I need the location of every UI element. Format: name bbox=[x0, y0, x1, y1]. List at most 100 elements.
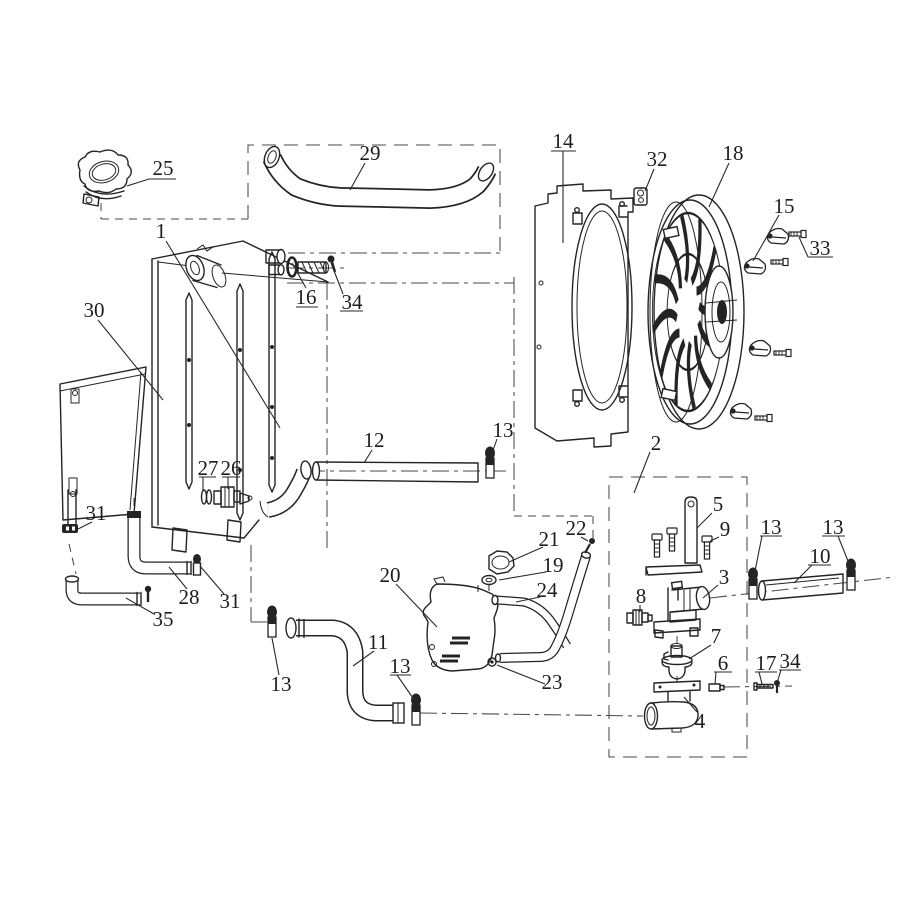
callout-20-leader bbox=[395, 583, 438, 628]
callout-2: 2 bbox=[651, 431, 662, 455]
lower-port bbox=[268, 264, 285, 276]
tank-cap-21 bbox=[488, 550, 515, 575]
callout-7: 7 bbox=[711, 624, 722, 648]
screw-22 bbox=[589, 538, 595, 544]
callout-5-leader bbox=[696, 512, 713, 529]
bolt-9 bbox=[701, 535, 713, 560]
callout-13a: 13 bbox=[271, 672, 292, 696]
thermostat-group bbox=[626, 496, 780, 733]
callout-31a-leader bbox=[77, 521, 93, 530]
clamp-31-right bbox=[193, 554, 201, 564]
callout-20: 20 bbox=[380, 563, 401, 587]
upper-hose bbox=[262, 145, 497, 209]
bolt-33-d bbox=[754, 413, 773, 423]
pipe-35 bbox=[64, 575, 152, 607]
upper-port bbox=[265, 248, 286, 265]
callout-34b: 34 bbox=[780, 649, 802, 673]
grommet-23 bbox=[487, 657, 497, 667]
callout-18: 18 bbox=[723, 141, 744, 165]
callout-34a-leader bbox=[330, 262, 363, 312]
callout-28-leader bbox=[168, 566, 188, 590]
callout-16-leader bbox=[291, 262, 318, 308]
callout-35-leader bbox=[125, 597, 155, 615]
callout-27: 27 bbox=[198, 456, 219, 480]
callout-13d-leader bbox=[753, 535, 782, 577]
callout-9: 9 bbox=[720, 517, 731, 541]
thermostat-group-box bbox=[608, 476, 748, 758]
bypass-pipe bbox=[747, 557, 857, 601]
clamp-31-left bbox=[62, 524, 78, 533]
callout-28: 28 bbox=[179, 585, 200, 609]
pipe-28 bbox=[127, 511, 202, 576]
callout-25-leader bbox=[126, 178, 176, 187]
callout-30: 30 bbox=[84, 298, 105, 322]
callout-21-leader bbox=[508, 546, 544, 563]
bracket-5 bbox=[645, 496, 703, 576]
callout-13b-leader bbox=[490, 438, 498, 457]
callout-34a: 34 bbox=[342, 290, 364, 314]
reservoir-tank bbox=[422, 538, 595, 672]
callout-17-leader bbox=[755, 671, 777, 685]
clamp-13-pipe12 bbox=[484, 445, 496, 479]
callout-32-leader bbox=[644, 168, 655, 192]
callout-18-leader bbox=[708, 162, 730, 208]
callout-24-leader bbox=[515, 596, 541, 603]
spring-clip-16 bbox=[286, 256, 298, 278]
callout-13a-leader bbox=[271, 637, 280, 676]
pin-35 bbox=[144, 585, 152, 593]
hose-stub-16 bbox=[297, 261, 327, 274]
overflow-pipe bbox=[311, 445, 496, 483]
callout-3-leader bbox=[702, 584, 719, 599]
callout-15-leader bbox=[752, 214, 780, 262]
callout-12: 12 bbox=[364, 428, 385, 452]
callout-13c: 13 bbox=[390, 654, 411, 678]
callouts: 25 29 1 30 16 34 14 32 18 15 33 12 13 2 … bbox=[77, 129, 851, 733]
callout-29: 29 bbox=[360, 141, 381, 165]
callout-10-leader bbox=[793, 564, 831, 584]
bolt-33-c bbox=[773, 348, 792, 358]
callout-30-leader bbox=[97, 319, 164, 401]
outlet-elbow-4 bbox=[643, 680, 701, 733]
callout-15: 15 bbox=[774, 194, 795, 218]
fan bbox=[647, 194, 745, 430]
callout-6-leader bbox=[714, 671, 732, 685]
clamp-13-hose11-left bbox=[266, 604, 278, 638]
callout-35: 35 bbox=[153, 607, 174, 631]
callout-4-leader bbox=[683, 696, 698, 713]
radiator bbox=[62, 240, 329, 553]
callout-1-leader bbox=[165, 240, 281, 429]
radiator-cap bbox=[77, 149, 132, 207]
callout-8: 8 bbox=[636, 584, 647, 608]
callout-9-leader bbox=[709, 536, 720, 542]
drain-tube bbox=[62, 489, 78, 533]
screw-17 bbox=[753, 682, 774, 691]
inlet-fitting-parts bbox=[286, 255, 337, 278]
fan-mount-hardware bbox=[729, 227, 807, 423]
callout-25: 25 bbox=[153, 156, 174, 180]
callout-13c-leader bbox=[390, 674, 416, 702]
overflow-hose-22 bbox=[494, 551, 592, 663]
callout-33: 33 bbox=[810, 236, 831, 260]
callout-26-leader bbox=[222, 476, 240, 489]
callout-22-leader bbox=[580, 536, 589, 542]
callout-16: 16 bbox=[296, 285, 317, 309]
thermostat-7 bbox=[661, 643, 693, 680]
washer-19 bbox=[481, 574, 497, 586]
callout-24: 24 bbox=[537, 578, 559, 602]
drain-cock bbox=[200, 486, 253, 508]
callout-33-leader bbox=[798, 236, 833, 258]
clip-nut-32 bbox=[633, 187, 648, 206]
shroud-corner-clips bbox=[572, 200, 628, 408]
bolt-a bbox=[651, 533, 663, 558]
callout-14: 14 bbox=[553, 129, 575, 153]
joint-6 bbox=[708, 683, 725, 692]
callout-7-leader bbox=[688, 644, 712, 660]
filler-neck bbox=[185, 254, 227, 289]
callout-6: 6 bbox=[718, 651, 729, 675]
callout-31b: 31 bbox=[220, 589, 241, 613]
bolt-33-a bbox=[788, 229, 807, 239]
callout-19-leader bbox=[498, 571, 547, 581]
callout-14-leader bbox=[551, 150, 576, 243]
